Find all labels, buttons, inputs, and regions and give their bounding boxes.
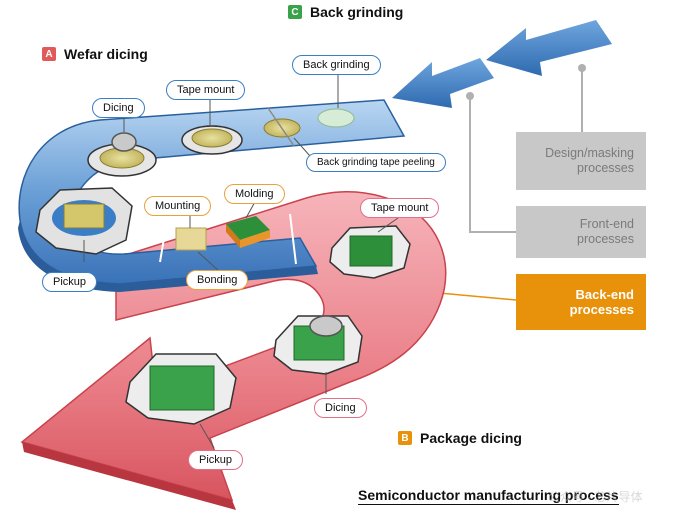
blue-arrow-left [392,58,494,108]
design-masking-line2: processes [577,161,634,175]
station-mounting [175,227,207,251]
label-molding: Molding [224,184,285,204]
station-molding [226,216,270,248]
station-pickup [35,187,133,255]
station-dicing [87,132,157,177]
band-divider [159,213,169,263]
band-divider [289,213,297,265]
section-a-title: A Wefar dicing [42,46,148,62]
label-package-tape-mount: Tape mount [360,198,440,218]
station-tape-mount [181,125,243,155]
section-b-title: B Package dicing [398,430,522,446]
station-package-tape-mount [329,225,411,279]
label-dicing: Dicing [92,98,145,118]
watermark: 公众号 · 芯片导体 [548,490,643,504]
front-end-line1: Front-end [579,217,634,231]
label-back-grinding: Back grinding [292,55,381,75]
connector-dot [466,92,474,100]
section-b-badge: B [398,431,412,445]
section-c-label: Back grinding [310,4,404,20]
label-pickup-wafer: Pickup [42,272,98,292]
section-c-badge: C [288,5,302,19]
front-end-line2: processes [577,232,634,246]
section-b-label: Package dicing [420,430,522,446]
back-end-box: Back-end processes [516,274,646,330]
label-mounting: Mounting [144,196,212,216]
blue-arrow-right [486,20,612,76]
label-tape-mount: Tape mount [166,80,246,100]
station-package-pickup [125,353,237,425]
label-back-grinding-tape-peeling: Back grinding tape peeling [306,153,446,172]
section-c-title: C Back grinding [288,4,403,20]
callout-leaders [83,74,399,449]
label-bonding: Bonding [186,270,249,290]
back-end-line1: Back-end [575,287,634,302]
front-end-box: Front-end processes [516,206,646,258]
station-back-grinding [263,107,355,147]
section-a-label: Wefar dicing [64,46,148,62]
connector-line [469,96,516,233]
design-masking-box: Design/masking processes [516,132,646,190]
diagram-caption: Semiconductor manufacturing process [358,487,619,505]
back-end-line2: processes [569,302,634,317]
label-package-pickup: Pickup [188,450,244,470]
red-band-edge [22,442,236,510]
station-package-dicing [273,315,363,375]
section-a-badge: A [42,47,56,61]
design-masking-line1: Design/masking [545,146,634,160]
label-package-dicing: Dicing [314,398,367,418]
connector-dot [578,64,586,72]
